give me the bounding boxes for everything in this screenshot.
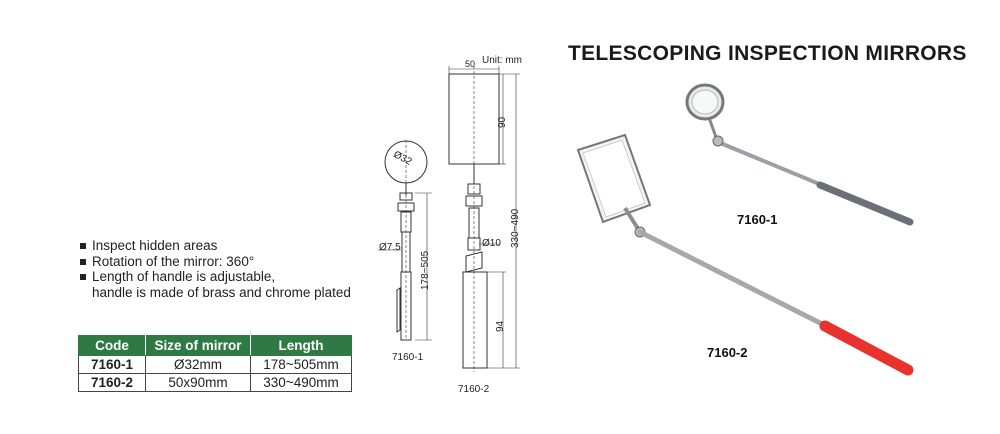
photo-label-small: 7160-1 — [737, 212, 778, 227]
cell-code: 7160-2 — [78, 373, 146, 392]
length-dim-large: 330~490 — [510, 208, 521, 248]
page-title: TELESCOPING INSPECTION MIRRORS — [568, 42, 967, 65]
height-dim: 90 — [497, 116, 508, 128]
handle-dia-large: Ø10 — [482, 238, 501, 249]
cell-length: 330~490mm — [250, 373, 352, 392]
length-dim-small: 178~505 — [420, 250, 431, 290]
table-header-row: Code Size of mirror Length — [78, 335, 352, 356]
feature-list: Inspect hidden areas Rotation of the mir… — [80, 238, 351, 300]
grip-dim: 94 — [495, 320, 506, 332]
drawing-label-small: 7160-1 — [392, 352, 424, 363]
spec-table: Code Size of mirror Length 7160-1 Ø32mm … — [78, 335, 352, 392]
unit-label: Unit: mm — [482, 55, 522, 66]
header-code: Code — [78, 335, 146, 356]
feature-item-continued: handle is made of brass and chrome plate… — [92, 284, 351, 300]
drawing-label-large: 7160-2 — [458, 384, 490, 395]
table-row: 7160-1 Ø32mm 178~505mm — [78, 355, 352, 374]
feature-item: Inspect hidden areas — [80, 238, 351, 254]
photo-7160-2 — [576, 133, 914, 376]
photo-7160-1 — [685, 83, 914, 226]
feature-item: Length of handle is adjustable, — [80, 269, 351, 285]
table-row: 7160-2 50x90mm 330~490mm — [78, 373, 352, 392]
red-grip — [819, 320, 914, 376]
cell-size: 50x90mm — [145, 373, 251, 392]
photo-label-large: 7160-2 — [707, 345, 748, 360]
cell-length: 178~505mm — [250, 355, 352, 374]
handle-dia-small: Ø7.5 — [379, 242, 401, 253]
width-dim: 50 — [465, 59, 476, 69]
cell-size: Ø32mm — [145, 355, 251, 374]
feature-item: Rotation of the mirror: 360° — [80, 254, 351, 270]
